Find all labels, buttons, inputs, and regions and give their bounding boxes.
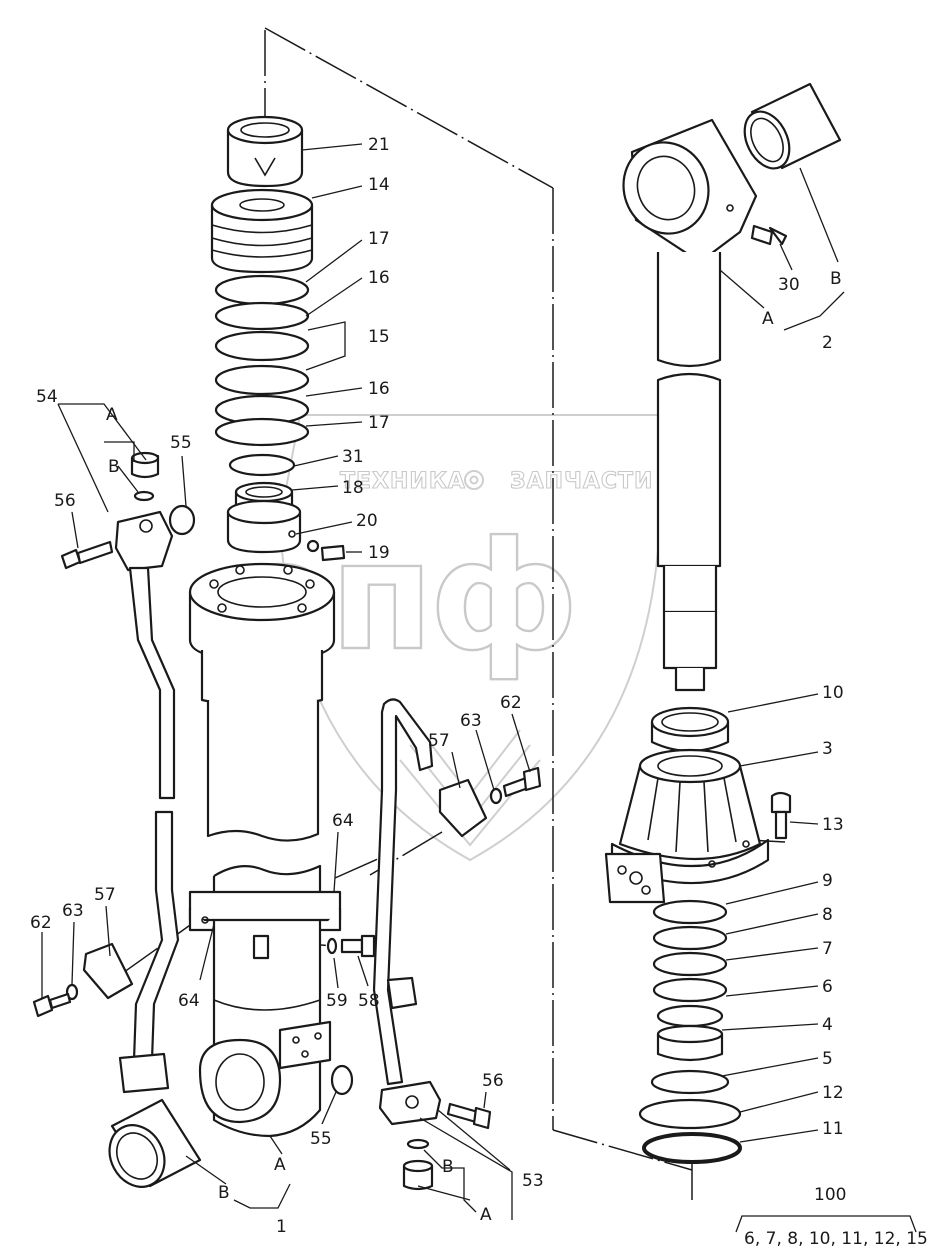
part-62-bolt-right — [502, 766, 542, 798]
letter-b-tube: B — [218, 1183, 230, 1203]
label-100-list: 6, 7, 8, 10, 11, 12, 15 — [744, 1229, 928, 1249]
plug-b-bottom — [402, 1138, 434, 1191]
part-b-bushing-rod — [743, 82, 842, 170]
letter-b-rod: B — [830, 269, 842, 289]
leader-lines — [41, 143, 917, 1233]
label-13: 13 — [822, 815, 844, 835]
label-62-left: 62 — [30, 913, 52, 933]
label-3: 3 — [822, 739, 833, 759]
part-57-clamp-right — [438, 778, 488, 838]
letter-a-bottom: A — [480, 1205, 492, 1225]
plug-b-left — [130, 451, 160, 502]
label-1: 1 — [276, 1217, 287, 1237]
part-14-piston — [210, 188, 314, 274]
label-14: 14 — [368, 175, 390, 195]
assembly-lines — [119, 27, 786, 1200]
label-54: 54 — [36, 387, 58, 407]
label-100: 100 — [814, 1185, 846, 1205]
part-1-bushing-b — [108, 1098, 202, 1188]
label-63-left: 63 — [62, 901, 84, 921]
label-10: 10 — [822, 683, 844, 703]
label-31: 31 — [342, 447, 364, 467]
label-64-bottom: 64 — [178, 991, 200, 1011]
label-53: 53 — [522, 1171, 544, 1191]
pipe-54 — [114, 510, 180, 1094]
part-10-ring — [650, 706, 730, 753]
label-59: 59 — [326, 991, 348, 1011]
label-12: 12 — [822, 1083, 844, 1103]
part-56-bolt-left — [60, 540, 114, 570]
letter-b-top-left: B — [108, 457, 120, 477]
letter-a-rod: A — [762, 309, 774, 329]
label-56-left: 56 — [54, 491, 76, 511]
label-17-bottom: 17 — [368, 413, 390, 433]
part-13-bolt — [770, 791, 792, 840]
cylinder-base-port — [198, 1020, 332, 1124]
letter-b-bottom: B — [442, 1157, 454, 1177]
label-5: 5 — [822, 1049, 833, 1069]
label-6: 6 — [822, 977, 833, 997]
watermark-left-word: ТЕХНИКА — [340, 469, 466, 494]
gear-icon — [464, 470, 484, 490]
part-30-grease-nipple — [750, 224, 788, 246]
letter-a-top-left: A — [106, 405, 118, 425]
part-62-bolt-left — [32, 992, 72, 1018]
watermark-right-word: ЗАПЧАСТИ — [510, 469, 653, 494]
label-7: 7 — [822, 939, 833, 959]
label-16-bottom: 16 — [368, 379, 390, 399]
part-63-washer-right — [489, 787, 503, 805]
label-56-right: 56 — [482, 1071, 504, 1091]
label-58: 58 — [358, 991, 380, 1011]
label-9: 9 — [822, 871, 833, 891]
label-30: 30 — [778, 275, 800, 295]
label-55-left: 55 — [170, 433, 192, 453]
label-62-right: 62 — [500, 693, 522, 713]
pipe-53 — [372, 698, 442, 1126]
label-19: 19 — [368, 543, 390, 563]
label-2: 2 — [822, 333, 833, 353]
seal-rings-stack — [214, 274, 310, 477]
part-20-collar — [226, 499, 346, 562]
label-20: 20 — [356, 511, 378, 531]
label-63-right: 63 — [460, 711, 482, 731]
label-17-top: 17 — [368, 229, 390, 249]
label-21: 21 — [368, 135, 390, 155]
part-2-rod-eye — [622, 118, 758, 692]
part-57-clamp-left — [82, 942, 134, 1000]
label-11: 11 — [822, 1119, 844, 1139]
part-55-oring-left — [168, 504, 196, 536]
part-64-bracket — [188, 890, 342, 960]
label-57-left: 57 — [94, 885, 116, 905]
label-57-right: 57 — [428, 731, 450, 751]
label-15: 15 — [368, 327, 390, 347]
part-56-bolt-right — [446, 1102, 492, 1130]
part-21-bushing — [226, 115, 304, 188]
letter-a-tube: A — [274, 1155, 286, 1175]
label-55-right: 55 — [310, 1129, 332, 1149]
label-4: 4 — [822, 1015, 833, 1035]
part-3-rod-cover — [604, 748, 770, 904]
part-55-oring-right — [330, 1064, 354, 1096]
part-58-bolt — [326, 934, 376, 958]
part-labels: 21 14 17 16 15 16 17 31 18 20 19 54 A B … — [30, 135, 928, 1249]
label-16-top: 16 — [368, 268, 390, 288]
label-8: 8 — [822, 905, 833, 925]
seal-rings-right — [638, 899, 742, 1164]
label-64-top: 64 — [332, 811, 354, 831]
label-18: 18 — [342, 478, 364, 498]
